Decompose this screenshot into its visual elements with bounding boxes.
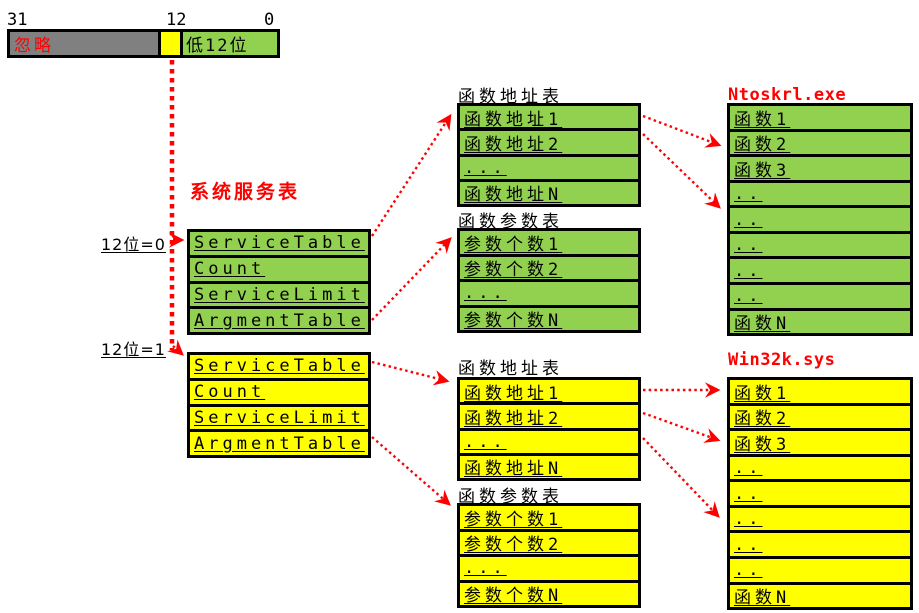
table-cell: 参数个数1	[460, 506, 638, 529]
table-cell: ..	[730, 504, 910, 531]
param-table-kernel-title: 函数参数表	[458, 212, 563, 232]
table-cell: 参数个数2	[460, 253, 638, 279]
table-cell: ServiceLimit	[190, 403, 368, 430]
arrow-gui-argmenttable-to-param-table	[371, 436, 451, 506]
ntoskrnl-title: Ntoskrl.exe	[728, 85, 847, 105]
table-cell: ...	[460, 427, 638, 453]
bit-tick-31: 31	[7, 10, 28, 30]
table-cell: 函数3	[730, 428, 910, 454]
table-cell: ServiceTable	[190, 232, 368, 255]
table-cell: ...	[460, 554, 638, 580]
address-table-kernel-title: 函数地址表	[458, 87, 563, 107]
table-cell: 函数地址1	[460, 380, 638, 403]
bit12-equals-1-label: 12位=1	[101, 340, 166, 359]
table-cell: Count	[190, 377, 368, 404]
table-cell: ..	[730, 530, 910, 556]
bitfield-bar: 忽略 低12位	[7, 29, 280, 58]
arrow-gui-addressN-to-win32k-dots	[642, 437, 720, 518]
arrow-kernel-address1-to-ntoskrnl-fn2	[642, 114, 722, 148]
table-cell: ArgmentTable	[190, 306, 368, 332]
table-cell: 参数个数N	[460, 304, 638, 330]
bitfield-low12-segment: 低12位	[183, 32, 277, 56]
table-cell: ..	[730, 555, 910, 582]
table-cell: 函数地址2	[460, 128, 638, 154]
table-cell: 参数个数1	[460, 231, 638, 254]
table-cell: 参数个数N	[460, 579, 638, 605]
table-cell: 函数2	[730, 402, 910, 429]
table-cell: ServiceTable	[190, 355, 368, 378]
table-cell: 函数N	[730, 581, 910, 608]
bitfield-bit12-segment	[161, 32, 183, 55]
table-cell: 函数N	[730, 307, 910, 334]
bitfield-ignore-segment: 忽略	[10, 32, 161, 56]
arrow-gui-servicetable-to-address-table	[371, 360, 450, 386]
table-cell: 函数1	[730, 106, 910, 129]
table-cell: ..	[730, 256, 910, 282]
table-cell: 函数3	[730, 154, 910, 180]
arrow-kernel-argmenttable-to-param-table	[371, 237, 452, 321]
bitfield-low12-label: 低12位	[186, 36, 249, 56]
arrow-low12-to-gui-sst	[167, 339, 184, 356]
param-table-gui-title: 函数参数表	[458, 487, 563, 507]
table-cell: 函数1	[730, 380, 910, 403]
win32k-title: Win32k.sys	[728, 350, 836, 370]
bit-tick-12: 12	[166, 10, 187, 30]
arrow-gui-address2-to-win32k-fn3	[642, 411, 721, 443]
table-cell: ..	[730, 179, 910, 206]
table-cell: ...	[460, 279, 638, 305]
table-cell: 函数地址N	[460, 178, 638, 204]
table-cell: ...	[460, 153, 638, 179]
table-cell: ..	[730, 453, 910, 480]
table-cell: ..	[730, 230, 910, 257]
bit-tick-0: 0	[264, 10, 275, 30]
arrow-kernel-servicetable-to-address-table	[370, 113, 452, 237]
table-cell: ..	[730, 205, 910, 231]
table-cell: Count	[190, 254, 368, 281]
bitfield-ignore-label: 忽略	[14, 36, 54, 56]
address-table-gui-title: 函数地址表	[458, 359, 563, 379]
table-cell: 函数地址N	[460, 452, 638, 478]
table-cell: 函数地址1	[460, 106, 638, 129]
system-service-table-label: 系统服务表	[190, 181, 301, 203]
table-cell: ArgmentTable	[190, 429, 368, 455]
arrow-kernel-address2-to-ntoskrnl-dots	[642, 133, 721, 209]
table-cell: 函数2	[730, 128, 910, 155]
table-cell: ..	[730, 281, 910, 308]
table-cell: ..	[730, 479, 910, 505]
table-cell: 函数地址2	[460, 402, 638, 428]
table-cell: 参数个数2	[460, 528, 638, 554]
bit12-equals-0-label: 12位=0	[101, 235, 166, 254]
table-cell: ServiceLimit	[190, 280, 368, 307]
